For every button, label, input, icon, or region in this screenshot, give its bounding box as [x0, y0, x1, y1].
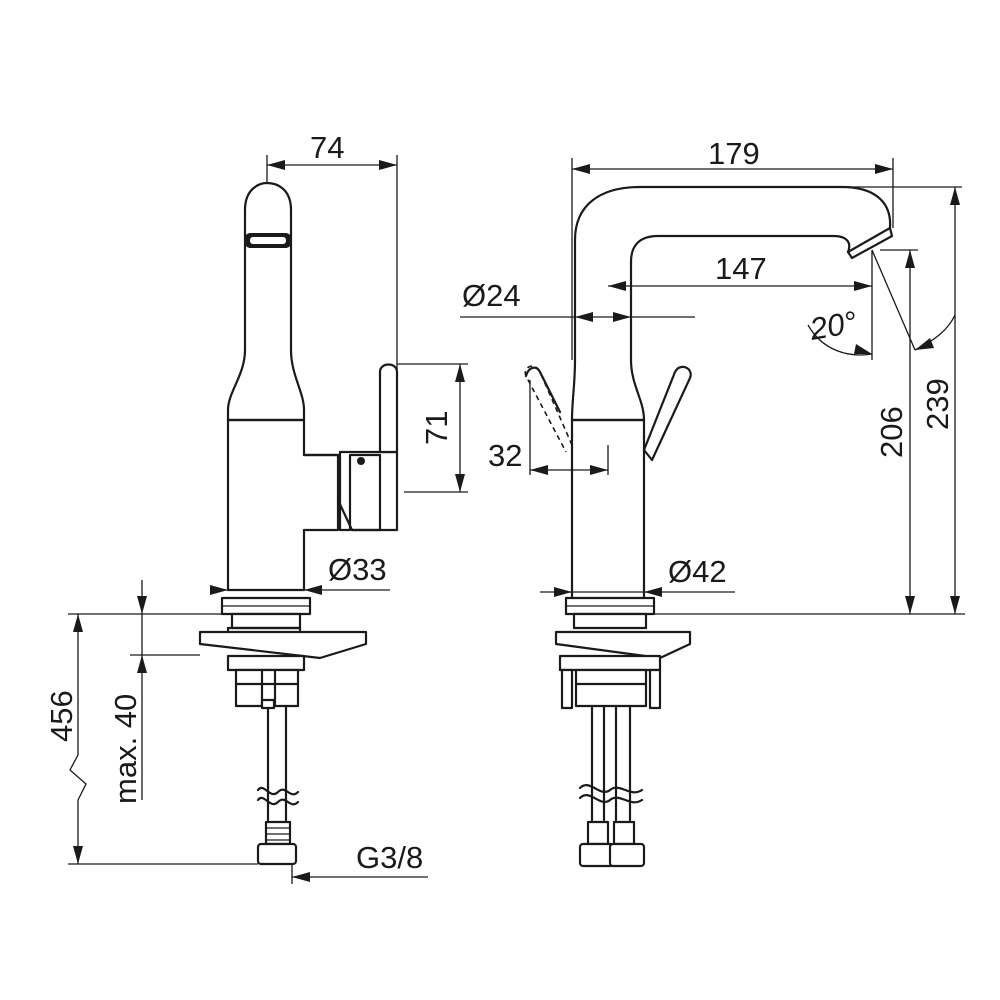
side-deck-plate	[198, 630, 368, 660]
front-connector-nut-2	[608, 842, 646, 868]
side-bolt	[260, 698, 276, 710]
spout-outlet	[846, 226, 894, 260]
front-flange	[572, 612, 648, 630]
front-lever-alt	[524, 365, 573, 453]
side-connector	[264, 820, 292, 846]
side-body-outline	[226, 181, 306, 422]
dim-angle-20: 20°	[806, 304, 859, 347]
dim-74: 74	[310, 130, 344, 165]
aerator-inner	[250, 237, 286, 244]
hose-break-2	[256, 796, 300, 806]
front-nut-body	[574, 668, 648, 708]
front-lever-alt-solid	[524, 366, 562, 414]
dim-206: 206	[874, 406, 909, 458]
side-nut	[226, 654, 306, 672]
front-nut	[558, 654, 662, 672]
hose-break-1	[256, 786, 300, 796]
front-connector-1	[586, 820, 610, 846]
dim-32: 32	[488, 438, 522, 473]
front-view: 179 147 Ø24 20° 32 Ø42	[460, 136, 965, 868]
front-rod-right	[648, 668, 662, 710]
dim-239: 239	[920, 378, 955, 430]
side-lever-step	[336, 450, 399, 532]
dim-dia-33: Ø33	[328, 552, 387, 587]
front-connector-2	[612, 820, 636, 846]
front-hose-break-1	[578, 784, 644, 794]
front-deck-plate	[554, 630, 692, 660]
dim-71: 71	[419, 411, 454, 445]
front-hose-break-2	[578, 794, 644, 804]
side-lever	[378, 363, 399, 454]
dim-179: 179	[708, 136, 760, 171]
dim-456: 456	[44, 690, 79, 742]
dim-dia-42: Ø42	[668, 554, 727, 589]
dim-dia-24: Ø24	[462, 278, 521, 313]
side-view: 74 71 Ø33 456 max. 40 G3/8	[44, 130, 468, 884]
front-body-taper	[570, 358, 646, 422]
dim-147: 147	[715, 251, 767, 286]
side-lower-body	[226, 418, 340, 592]
dim-max-40: max. 40	[108, 694, 143, 804]
spout-inner	[629, 234, 851, 362]
side-lever-housing	[302, 453, 382, 532]
front-rod-left	[560, 668, 574, 710]
spout-outer	[573, 185, 892, 362]
front-lever	[642, 365, 692, 462]
lever-pin	[357, 457, 365, 465]
side-connector-nut	[256, 842, 298, 866]
dim-g38: G3/8	[356, 840, 423, 875]
side-flange	[230, 612, 302, 630]
